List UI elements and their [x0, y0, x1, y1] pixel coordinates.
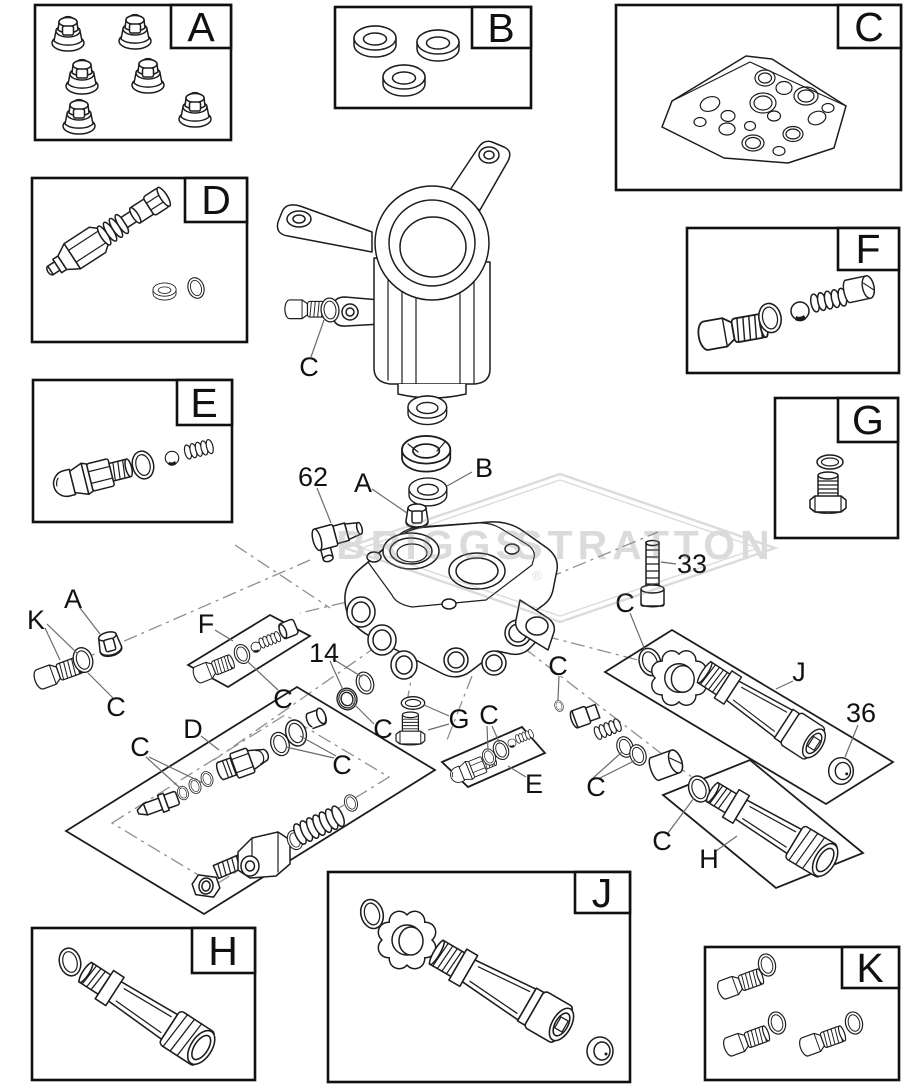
g-plug-parts	[395, 696, 426, 746]
inlet-tube-panel-h	[661, 758, 865, 890]
seal-part	[416, 29, 460, 62]
leader-lines	[44, 319, 859, 852]
box-d-label: D	[201, 177, 231, 223]
assembly-panels	[64, 613, 895, 916]
f-oring	[230, 641, 254, 667]
j-box-cap	[586, 1036, 614, 1066]
kit-box-b: B	[333, 5, 533, 110]
callout-k: K	[27, 605, 45, 635]
left-plug-cluster	[31, 628, 124, 692]
callout-62: 62	[298, 462, 328, 492]
callout-e-panel: E	[525, 769, 543, 799]
registered-mark: ®	[532, 568, 542, 583]
right-valve-cluster	[552, 699, 686, 783]
small-plug	[569, 703, 601, 729]
box-k-label: K	[856, 945, 883, 991]
cap-36	[827, 756, 855, 786]
kit-box-c: C	[614, 3, 903, 192]
callout-labels: C 62 A B 33 C J 36 K A C F C 14 D C C C …	[27, 352, 876, 874]
outlet-tube-panel-j	[603, 628, 895, 806]
kit-box-k: K	[703, 945, 901, 1082]
unloader-assembly	[134, 707, 361, 899]
callout-c-j-oring: C	[615, 588, 635, 618]
g-oring	[400, 696, 426, 710]
box-g-label: G	[852, 397, 884, 443]
g-plug	[395, 711, 426, 746]
check-valve-d	[212, 740, 273, 785]
outlet-tube	[691, 654, 833, 765]
grooved-bushing	[333, 685, 361, 713]
f-seat	[278, 618, 299, 640]
callout-c-pair-rings: C	[586, 772, 606, 802]
kit-box-a: A	[33, 3, 233, 142]
seal-stack	[401, 395, 452, 529]
box-e-label: E	[190, 380, 217, 426]
callout-c-f-oring: C	[273, 684, 293, 714]
box-a-label: A	[187, 4, 215, 50]
checkvalve-kit-f	[190, 618, 299, 685]
box-j-label: J	[592, 870, 613, 916]
watermark-word-left: BRIGGS	[336, 522, 528, 568]
seal-part	[353, 25, 397, 58]
d-sleeve	[305, 707, 328, 730]
callout-c-d-rings: C	[332, 750, 352, 780]
pump-housing	[276, 140, 511, 399]
callout-c-stem-rings: C	[130, 732, 150, 762]
callout-h-panel: H	[699, 844, 719, 874]
callout-c-h-oring: C	[652, 826, 672, 856]
callout-36: 36	[846, 698, 876, 728]
unloader-spring	[293, 805, 345, 845]
box-b-label: B	[487, 5, 514, 51]
seat-cylinder	[646, 747, 686, 783]
callout-a-left: A	[64, 584, 82, 614]
screw-33	[640, 539, 665, 608]
small-ring	[552, 699, 566, 713]
box-f-label: F	[855, 226, 880, 272]
callout-33: 33	[677, 549, 707, 579]
checkvalve-panel-f	[186, 613, 312, 689]
d-seal	[152, 282, 177, 301]
callout-b-seal: B	[475, 453, 493, 483]
unloader-body	[237, 831, 291, 879]
callout-a-stack: A	[354, 468, 372, 498]
seal-ring-grooved	[401, 435, 452, 473]
kit-box-j: J	[326, 870, 632, 1084]
callout-g-plug: G	[448, 704, 469, 734]
inlet-tube	[699, 773, 845, 883]
seal-b	[408, 477, 448, 507]
seal-part	[382, 64, 426, 97]
callout-f-panel: F	[198, 609, 215, 639]
kit-box-g: G	[773, 396, 900, 540]
callout-c-small-ring: C	[548, 651, 568, 681]
unloader-nut	[189, 873, 223, 899]
small-spring	[592, 717, 624, 741]
callout-c-e-rings: C	[479, 700, 499, 730]
callout-j-panel: J	[792, 657, 806, 687]
callout-d-valve: D	[183, 714, 203, 744]
elbow-fitting-62	[311, 521, 364, 563]
e-ball	[507, 738, 517, 749]
kit-box-f: F	[685, 226, 901, 375]
kit-box-h: H	[30, 926, 257, 1082]
spring-ring	[341, 792, 361, 814]
callout-c-bushing: C	[373, 714, 393, 744]
brand-diamond-logo	[341, 472, 779, 624]
unloader-panel	[64, 685, 437, 916]
kit-box-d: D	[30, 176, 249, 344]
oring-kit-bag	[661, 55, 847, 164]
callout-14: 14	[309, 638, 339, 668]
kit-box-e: E	[31, 378, 234, 524]
manifold	[344, 521, 559, 680]
callout-c-housing-plug: C	[299, 352, 319, 382]
box-c-label: C	[854, 4, 884, 50]
watermark: BRIGGS STRATTON ®	[336, 472, 779, 624]
box-h-label: H	[208, 928, 238, 974]
callout-c-k-oring: C	[106, 692, 126, 722]
watermark-word-right: STRATTON	[515, 522, 774, 568]
seal-ring-top	[407, 395, 448, 426]
f-spring	[257, 630, 283, 650]
g-box-oring	[816, 454, 844, 470]
stem-ring-3	[198, 769, 216, 789]
